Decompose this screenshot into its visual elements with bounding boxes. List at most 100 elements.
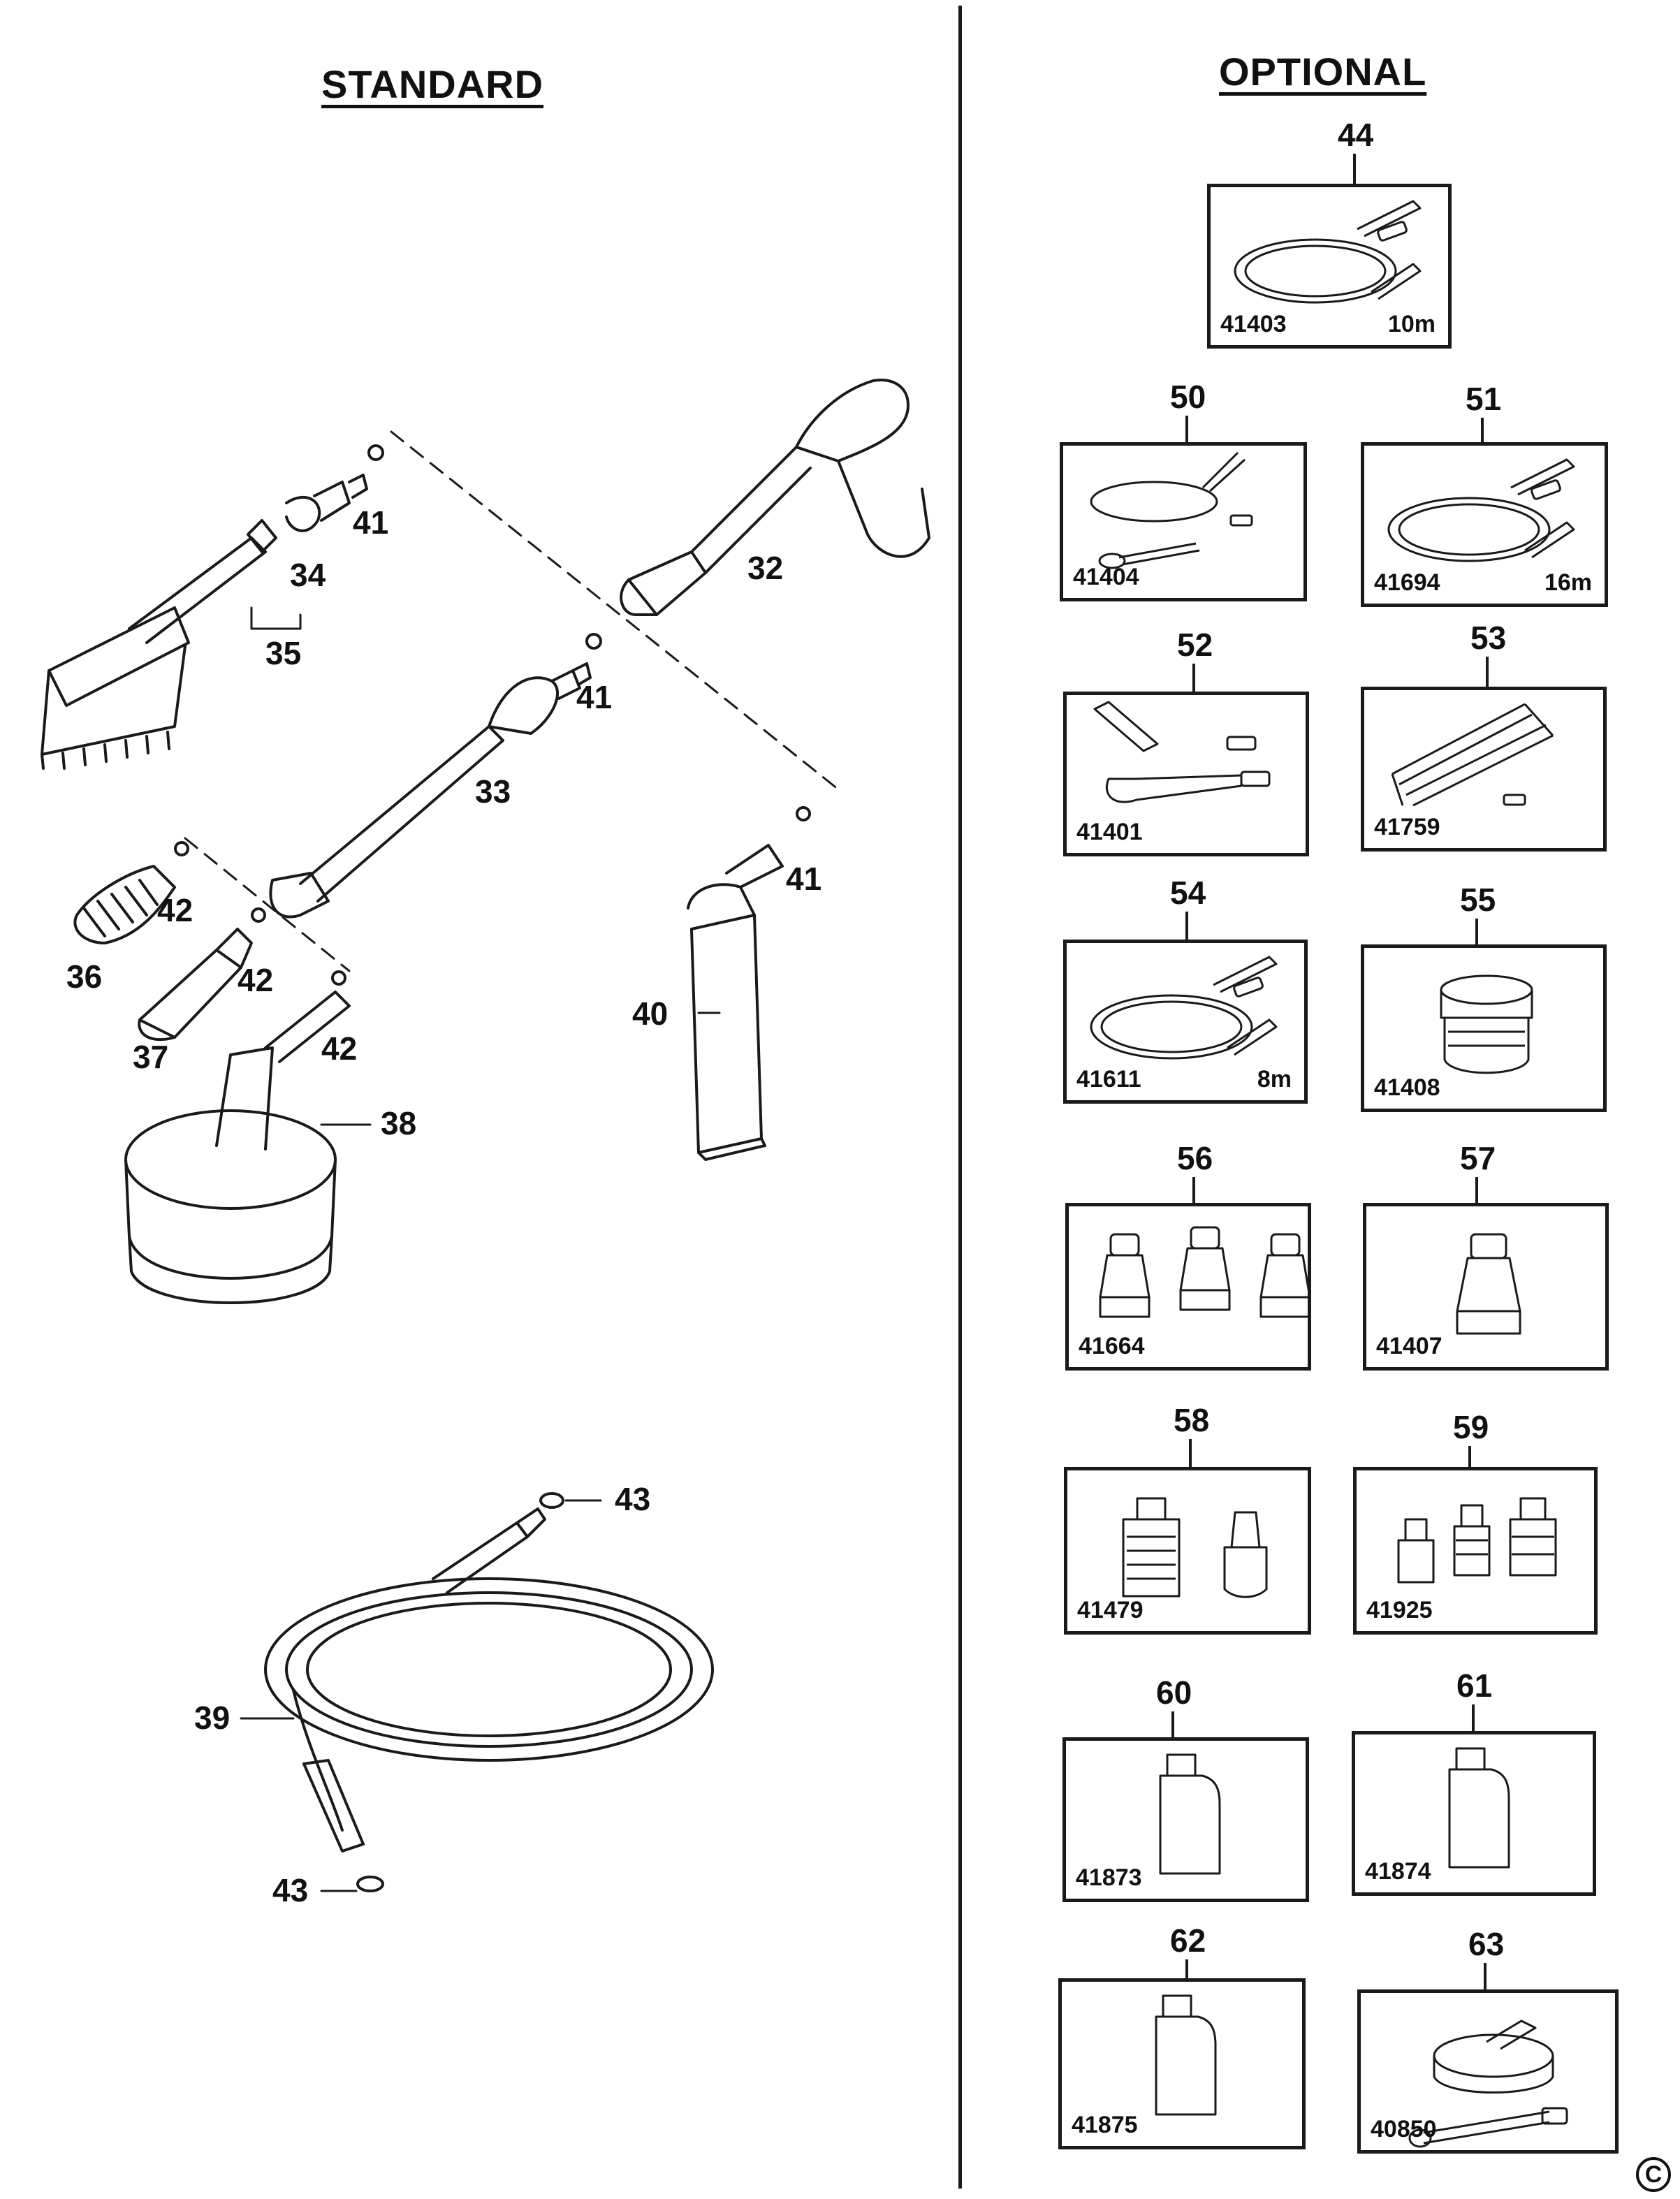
- optional-part-drawing: [1408, 2019, 1568, 2148]
- part-number: 41875: [1072, 2112, 1138, 2138]
- patio-cleaner: [124, 970, 351, 1304]
- optional-leader-line: [1192, 664, 1195, 692]
- callout-37: 37: [133, 1039, 169, 1075]
- copyright-mark: C: [1636, 2157, 1671, 2192]
- callout-36: 36: [66, 958, 103, 995]
- optional-ref-63: 63: [1468, 1926, 1505, 1962]
- optional-ref-51: 51: [1466, 381, 1502, 417]
- column-divider: [958, 6, 962, 2189]
- callout-35: 35: [265, 635, 302, 671]
- optional-part-box: 41404: [1060, 442, 1307, 601]
- optional-part-box: 41479: [1064, 1467, 1311, 1635]
- optional-part-drawing: [1093, 701, 1271, 803]
- optional-part-drawing: [1099, 1226, 1311, 1318]
- optional-leader-line: [1481, 418, 1484, 442]
- optional-part-box: 41407: [1363, 1203, 1609, 1371]
- optional-part-drawing: [1440, 974, 1533, 1074]
- optional-leader-line: [1189, 1439, 1192, 1467]
- optional-ref-44: 44: [1338, 117, 1374, 153]
- part-number: 41479: [1077, 1597, 1144, 1623]
- optional-leader-line: [1192, 1177, 1195, 1203]
- optional-part-drawing: [1155, 1994, 1217, 2116]
- optional-header: OPTIONAL: [1219, 50, 1427, 94]
- optional-ref-58: 58: [1174, 1402, 1210, 1438]
- optional-part-drawing: [1448, 1747, 1510, 1869]
- optional-part-drawing: [1456, 1233, 1521, 1335]
- spray-gun: [620, 379, 930, 616]
- part-number: 41404: [1073, 564, 1139, 590]
- optional-part-drawing: [1122, 1497, 1268, 1598]
- optional-ref-55: 55: [1460, 882, 1496, 918]
- callout-41-bottle: 41: [786, 861, 822, 897]
- part-number: 40850: [1371, 2116, 1437, 2142]
- callout-33: 33: [475, 773, 511, 810]
- optional-leader-line: [1171, 1711, 1174, 1737]
- callout-41-lance: 41: [576, 679, 613, 715]
- callout-43-bottom: 43: [272, 1872, 309, 1908]
- optional-ref-59: 59: [1453, 1409, 1489, 1445]
- optional-part-box: 41408: [1361, 944, 1607, 1112]
- part-number: 41874: [1365, 1858, 1431, 1885]
- optional-ref-52: 52: [1177, 627, 1213, 663]
- nozzle: [138, 907, 266, 1042]
- part-number: 41403: [1220, 311, 1287, 337]
- optional-leader-line: [1486, 657, 1489, 687]
- hose-length: 10m: [1387, 311, 1436, 337]
- optional-part-drawing: [1391, 703, 1554, 807]
- hose-length: 8m: [1257, 1066, 1292, 1093]
- optional-part-drawing: [1234, 200, 1422, 304]
- part-number: 41408: [1374, 1074, 1440, 1101]
- optional-leader-line: [1185, 416, 1188, 442]
- optional-part-box: 41759: [1361, 687, 1607, 852]
- part-number: 41401: [1076, 819, 1143, 845]
- optional-part-box: 41873: [1062, 1737, 1309, 1902]
- optional-leader-line: [1185, 912, 1188, 940]
- callout-41-brush: 41: [353, 504, 389, 541]
- optional-leader-line: [1475, 1177, 1478, 1203]
- optional-leader-line: [1484, 1963, 1487, 1989]
- optional-part-box: 41925: [1353, 1467, 1598, 1635]
- detergent-bottle: [687, 806, 811, 1161]
- optional-ref-62: 62: [1170, 1922, 1206, 1959]
- optional-part-drawing: [1090, 451, 1253, 569]
- optional-ref-57: 57: [1460, 1140, 1496, 1176]
- optional-part-drawing: [1387, 458, 1575, 562]
- callout-43-top: 43: [615, 1481, 651, 1517]
- optional-part-drawing: [1397, 1497, 1557, 1584]
- optional-ref-50: 50: [1170, 379, 1206, 415]
- part-number: 41664: [1079, 1333, 1145, 1359]
- optional-leader-line: [1472, 1704, 1475, 1731]
- callout-34: 34: [290, 557, 326, 593]
- optional-part-drawing: [1090, 956, 1278, 1060]
- optional-leader-line: [1185, 1959, 1188, 1978]
- part-number: 41407: [1376, 1333, 1442, 1359]
- callout-39: 39: [194, 1700, 231, 1736]
- optional-leader-line: [1353, 154, 1356, 184]
- callout-32: 32: [747, 550, 784, 586]
- optional-part-box: 41874: [1352, 1731, 1596, 1896]
- optional-leader-line: [1475, 919, 1478, 944]
- callout-38: 38: [381, 1105, 417, 1141]
- lance: [269, 633, 602, 919]
- optional-part-box: 41403 10m: [1207, 184, 1452, 349]
- hose: [264, 1492, 714, 1892]
- optional-ref-61: 61: [1456, 1667, 1493, 1704]
- rotary-nozzle: [73, 841, 189, 944]
- optional-part-drawing: [1159, 1753, 1221, 1875]
- part-number: 41694: [1374, 569, 1440, 596]
- part-number: 41925: [1366, 1597, 1433, 1623]
- standard-header: STANDARD: [321, 62, 544, 106]
- callout-42-nozzle: 42: [238, 962, 274, 998]
- optional-ref-56: 56: [1177, 1140, 1213, 1176]
- optional-part-box: 41664: [1065, 1203, 1311, 1371]
- optional-part-box: 41401: [1063, 692, 1309, 856]
- optional-part-box: 41694 16m: [1361, 442, 1608, 607]
- callout-40: 40: [632, 995, 669, 1032]
- wash-brush: [41, 444, 384, 770]
- optional-leader-line: [1468, 1446, 1471, 1467]
- hose-length: 16m: [1544, 569, 1592, 596]
- optional-ref-54: 54: [1170, 875, 1206, 911]
- part-number: 41759: [1374, 814, 1440, 840]
